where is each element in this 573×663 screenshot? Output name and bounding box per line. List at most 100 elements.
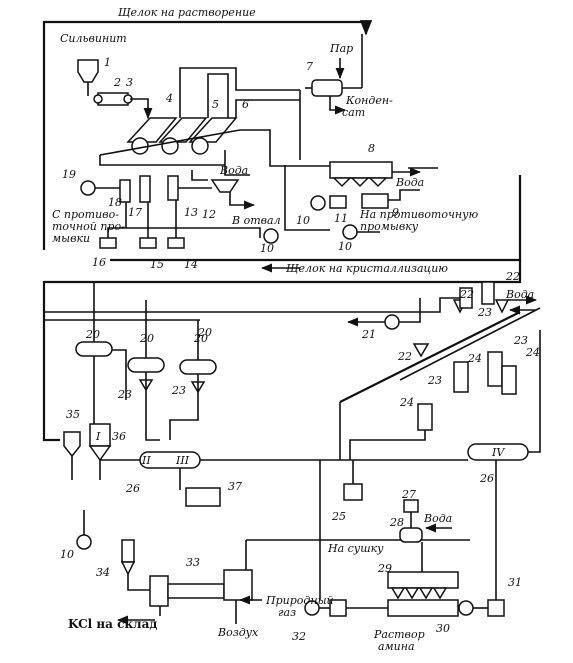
label-water-2: Вода bbox=[395, 176, 424, 189]
roman-labels: I II III IV bbox=[95, 430, 505, 467]
number-24c: 24 bbox=[399, 396, 414, 409]
drying-section bbox=[76, 460, 505, 625]
label-amine-1: Раствор bbox=[373, 628, 425, 641]
equipment-numbers: 1 2 3 4 5 6 7 8 9 10 10 10 10 11 12 13 1… bbox=[60, 56, 540, 643]
number-10c: 10 bbox=[260, 242, 274, 255]
dissolving-section bbox=[77, 34, 438, 249]
number-5: 5 bbox=[212, 98, 219, 111]
number-9: 9 bbox=[392, 206, 399, 219]
tank-11 bbox=[329, 195, 347, 209]
number-22b: 22 bbox=[459, 288, 474, 301]
number-23a: 23 bbox=[477, 306, 492, 319]
column-18 bbox=[119, 179, 131, 203]
number-3: 3 bbox=[126, 76, 133, 89]
label-amine-2: амина bbox=[378, 640, 415, 653]
number-20b: 20 bbox=[139, 332, 154, 345]
number-20a: 20 bbox=[85, 328, 100, 341]
number-16: 16 bbox=[92, 256, 106, 269]
tank-16 bbox=[99, 237, 117, 249]
number-26b: 26 bbox=[479, 472, 494, 485]
unit-37 bbox=[185, 487, 221, 507]
number-36: 36 bbox=[112, 430, 126, 443]
cyclone-22a bbox=[412, 343, 430, 358]
number-15: 15 bbox=[150, 258, 164, 271]
number-2: 2 bbox=[113, 76, 121, 89]
label-water-1: Вода bbox=[219, 164, 248, 177]
number-24b: 24 bbox=[525, 346, 540, 359]
cell-23e bbox=[501, 365, 517, 395]
cell-23d bbox=[487, 351, 503, 387]
roman-3: III bbox=[175, 454, 190, 467]
pump-19 bbox=[80, 180, 96, 196]
label-sylvinite: Сильвинит bbox=[60, 32, 127, 45]
number-14: 14 bbox=[184, 258, 198, 271]
mixer-28 bbox=[399, 527, 423, 543]
number-37: 37 bbox=[228, 480, 242, 493]
cell-23c bbox=[453, 361, 469, 393]
thickener-8 bbox=[329, 161, 393, 179]
tank-14 bbox=[167, 237, 185, 249]
crystallizer-20a bbox=[75, 341, 113, 357]
label-to-counter-2: промывку bbox=[360, 220, 419, 233]
furnace bbox=[223, 569, 253, 601]
cyclone-22c bbox=[494, 299, 510, 314]
label-gas-2: газ bbox=[278, 606, 296, 619]
label-to-drying: На сушку bbox=[327, 542, 384, 555]
filter-9 bbox=[361, 193, 389, 209]
number-31: 31 bbox=[508, 576, 522, 589]
number-23c: 23 bbox=[427, 374, 442, 387]
number-11: 11 bbox=[334, 212, 348, 225]
label-counter-wash-2: точной про- bbox=[52, 220, 125, 233]
column-17 bbox=[139, 175, 151, 203]
number-4: 4 bbox=[165, 92, 173, 105]
cell-23b bbox=[481, 281, 495, 305]
crystallization-section bbox=[44, 281, 541, 600]
number-26a: 26 bbox=[125, 482, 140, 495]
flotation-29 bbox=[387, 571, 459, 589]
number-19: 19 bbox=[62, 168, 76, 181]
main-pipelines bbox=[42, 20, 522, 442]
label-gas-1: Природный bbox=[265, 594, 334, 607]
number-23d: 23 bbox=[117, 388, 132, 401]
number-21: 21 bbox=[361, 328, 376, 341]
tank-15 bbox=[139, 237, 157, 249]
cyclone-33a bbox=[149, 575, 169, 607]
number-7: 7 bbox=[306, 60, 313, 73]
cyclone-34 bbox=[121, 539, 135, 563]
label-water-3: Вода bbox=[505, 288, 534, 301]
number-13: 13 bbox=[184, 206, 198, 219]
filter-30 bbox=[387, 599, 459, 617]
label-top-flow: Щелок на растворение bbox=[118, 6, 256, 19]
text-labels: Щелок на растворение Сильвинит Пар Конде… bbox=[52, 6, 534, 653]
tank-31 bbox=[487, 599, 505, 617]
cell-24a bbox=[417, 403, 433, 431]
label-condensate-1: Конден- bbox=[345, 94, 393, 107]
number-17: 17 bbox=[128, 206, 142, 219]
cyclone-35 bbox=[63, 431, 81, 458]
number-20d: 20 bbox=[197, 326, 212, 339]
roman-4: IV bbox=[491, 446, 505, 459]
number-20c: 20 bbox=[193, 332, 208, 345]
label-counter-wash-1: С противо- bbox=[52, 208, 119, 221]
label-product: KCl на склад bbox=[68, 617, 157, 631]
number-29: 29 bbox=[377, 562, 392, 575]
number-28: 28 bbox=[389, 516, 404, 529]
number-12: 12 bbox=[202, 208, 216, 221]
label-to-counter-1: На противоточную bbox=[359, 208, 478, 221]
number-10d: 10 bbox=[60, 548, 74, 561]
number-18: 18 bbox=[108, 196, 122, 209]
label-condensate-2: сат bbox=[342, 106, 365, 119]
number-10b: 10 bbox=[338, 240, 352, 253]
cell-23a bbox=[459, 287, 473, 309]
column-13 bbox=[167, 175, 179, 201]
number-34: 34 bbox=[96, 566, 110, 579]
number-30: 30 bbox=[436, 622, 450, 635]
pump-10d bbox=[76, 534, 92, 550]
number-32: 32 bbox=[292, 630, 306, 643]
number-1: 1 bbox=[104, 56, 111, 69]
tank-25 bbox=[343, 483, 363, 501]
crystallizer-20b bbox=[127, 357, 165, 373]
label-cryst-flow: Щелок на кристаллизацию bbox=[286, 262, 448, 275]
label-air: Воздух bbox=[217, 626, 259, 639]
